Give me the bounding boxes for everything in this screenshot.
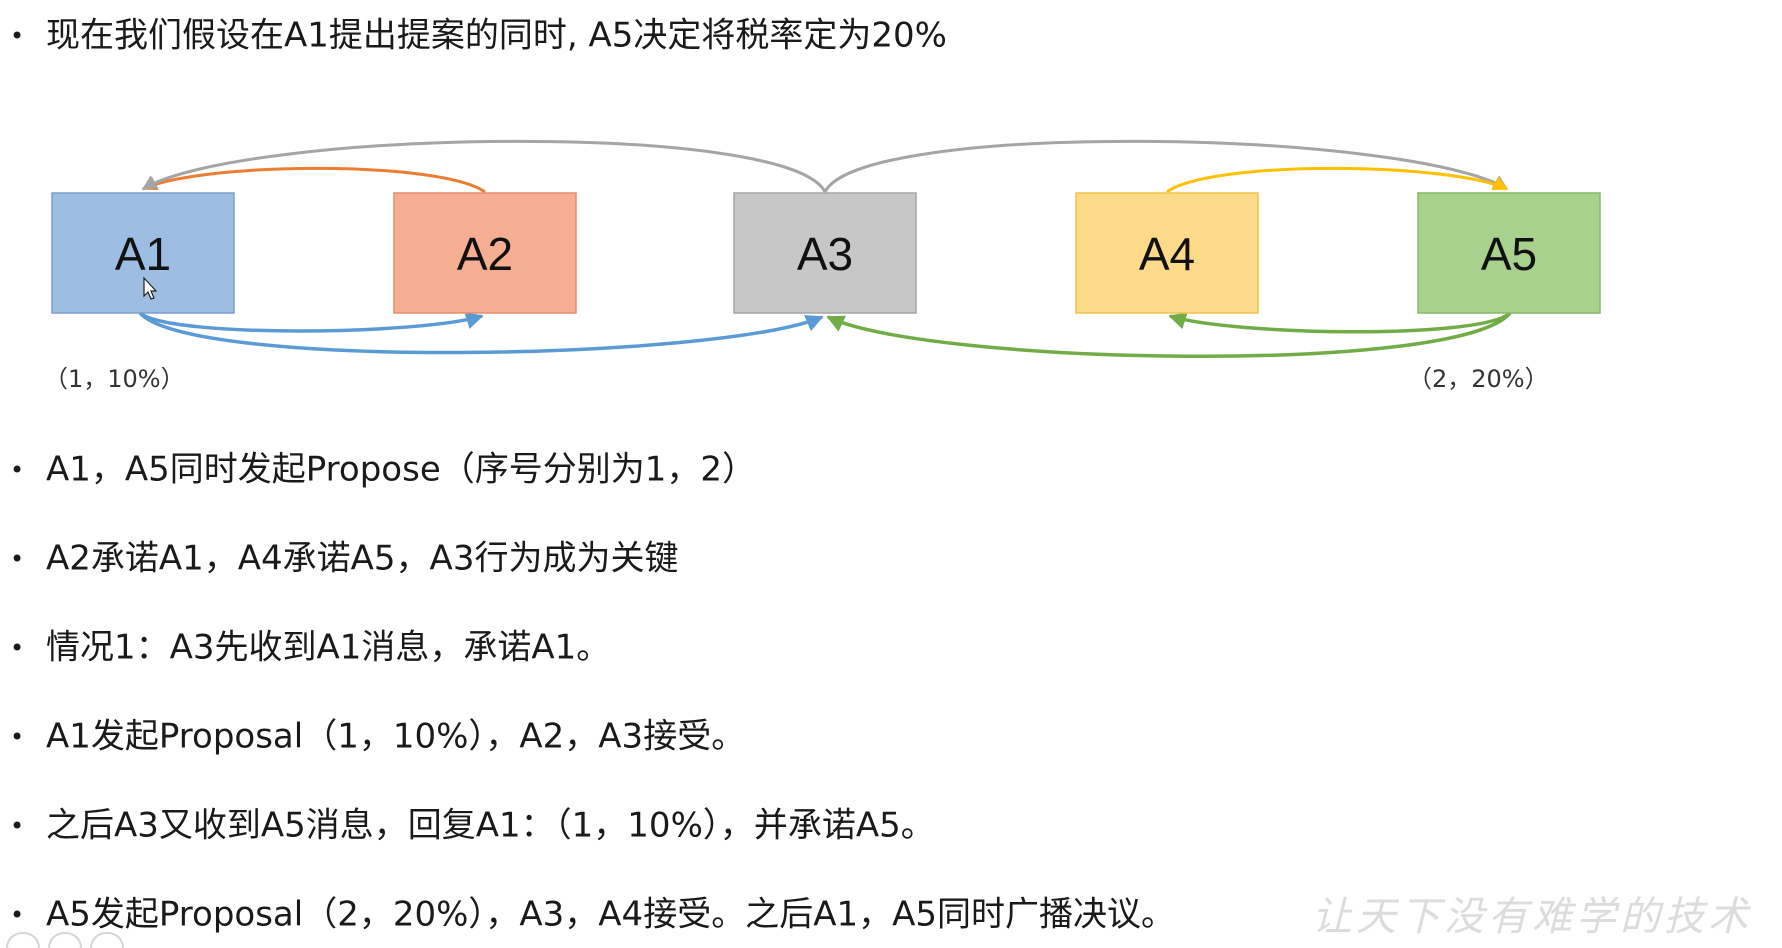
node-a3: A3	[733, 192, 917, 314]
node-a3-label: A3	[797, 228, 853, 280]
bullet-dot: •	[10, 21, 25, 50]
node-a5-box	[1417, 192, 1601, 314]
arrow-a2-to-a1	[141, 166, 486, 194]
slide-controls	[6, 932, 124, 948]
bullet-text: A1，A5同时发起Propose（序号分别为1，2）	[46, 449, 756, 490]
bullet-text: A2承诺A1，A4承诺A5，A3行为成为关键	[46, 538, 679, 579]
node-a2: A2	[393, 192, 577, 314]
arrow-a3-to-a1	[141, 139, 827, 193]
bullet-item: • 情况1：A3先收到A1消息，承诺A1。	[10, 626, 610, 668]
slide-control-icon[interactable]	[90, 932, 124, 948]
bullet-dot: •	[10, 633, 25, 662]
bullet-item: • A5发起Proposal（2，20%），A3，A4接受。之后A1，A5同时广播…	[10, 893, 1175, 935]
node-a4-box	[1075, 192, 1259, 314]
bullet-text: 之后A3又收到A5消息，回复A1：（1，10%），并承诺A5。	[46, 805, 935, 846]
node-a4: A4	[1075, 192, 1259, 314]
node-a2-box	[393, 192, 577, 314]
bullet-dot: •	[10, 455, 25, 484]
annotation-a1: （1，10%）	[44, 365, 185, 393]
arrow-a3-to-a5	[823, 139, 1509, 193]
node-a1-label: A1	[115, 228, 171, 280]
bullet-text: A1发起Proposal（1，10%），A2，A3接受。	[46, 716, 746, 757]
watermark: 让天下没有难学的技术	[1312, 894, 1752, 940]
bullet-dot: •	[10, 544, 25, 573]
intro-bullet: • 现在我们假设在A1提出提案的同时, A5决定将税率定为20%	[10, 14, 947, 56]
zoom-icon[interactable]	[48, 932, 82, 948]
node-a1: A1	[51, 192, 235, 314]
bullet-item: • A1发起Proposal（1，10%），A2，A3接受。	[10, 715, 745, 757]
bullet-item: • A2承诺A1，A4承诺A5，A3行为成为关键	[10, 537, 678, 579]
node-a5: A5	[1417, 192, 1601, 314]
bullet-item: • A1，A5同时发起Propose（序号分别为1，2）	[10, 448, 756, 490]
node-a3-box	[733, 192, 917, 314]
node-a5-label: A5	[1481, 228, 1537, 280]
arrow-a1-to-a2	[138, 311, 484, 333]
node-a2-label: A2	[457, 228, 513, 280]
bullet-text: A5发起Proposal（2，20%），A3，A4接受。之后A1，A5同时广播决…	[46, 894, 1175, 935]
bullet-dot: •	[10, 722, 25, 751]
node-a4-label: A4	[1139, 228, 1195, 280]
proposer-acceptor-diagram: A1 A2 A3 A4 A5 （1，10%） （2，20%）	[44, 139, 1601, 393]
bullet-text: 情况1：A3先收到A1消息，承诺A1。	[46, 627, 611, 668]
mouse-pointer-icon	[143, 276, 158, 300]
annotation-a5: （2，20%）	[1408, 365, 1549, 393]
intro-bullet-text: 现在我们假设在A1提出提案的同时, A5决定将税率定为20%	[46, 15, 947, 56]
slide-control-icon[interactable]	[6, 932, 40, 948]
arrow-a4-to-a5	[1166, 166, 1509, 194]
bullet-item: • 之后A3又收到A5消息，回复A1：（1，10%），并承诺A5。	[10, 804, 935, 846]
arrow-a5-to-a4	[1168, 311, 1512, 334]
bullet-dot: •	[10, 900, 25, 929]
arrow-a1-to-a3	[138, 311, 824, 355]
arrow-a5-to-a3	[826, 311, 1512, 359]
bullet-dot: •	[10, 811, 25, 840]
node-a1-box	[51, 192, 235, 314]
